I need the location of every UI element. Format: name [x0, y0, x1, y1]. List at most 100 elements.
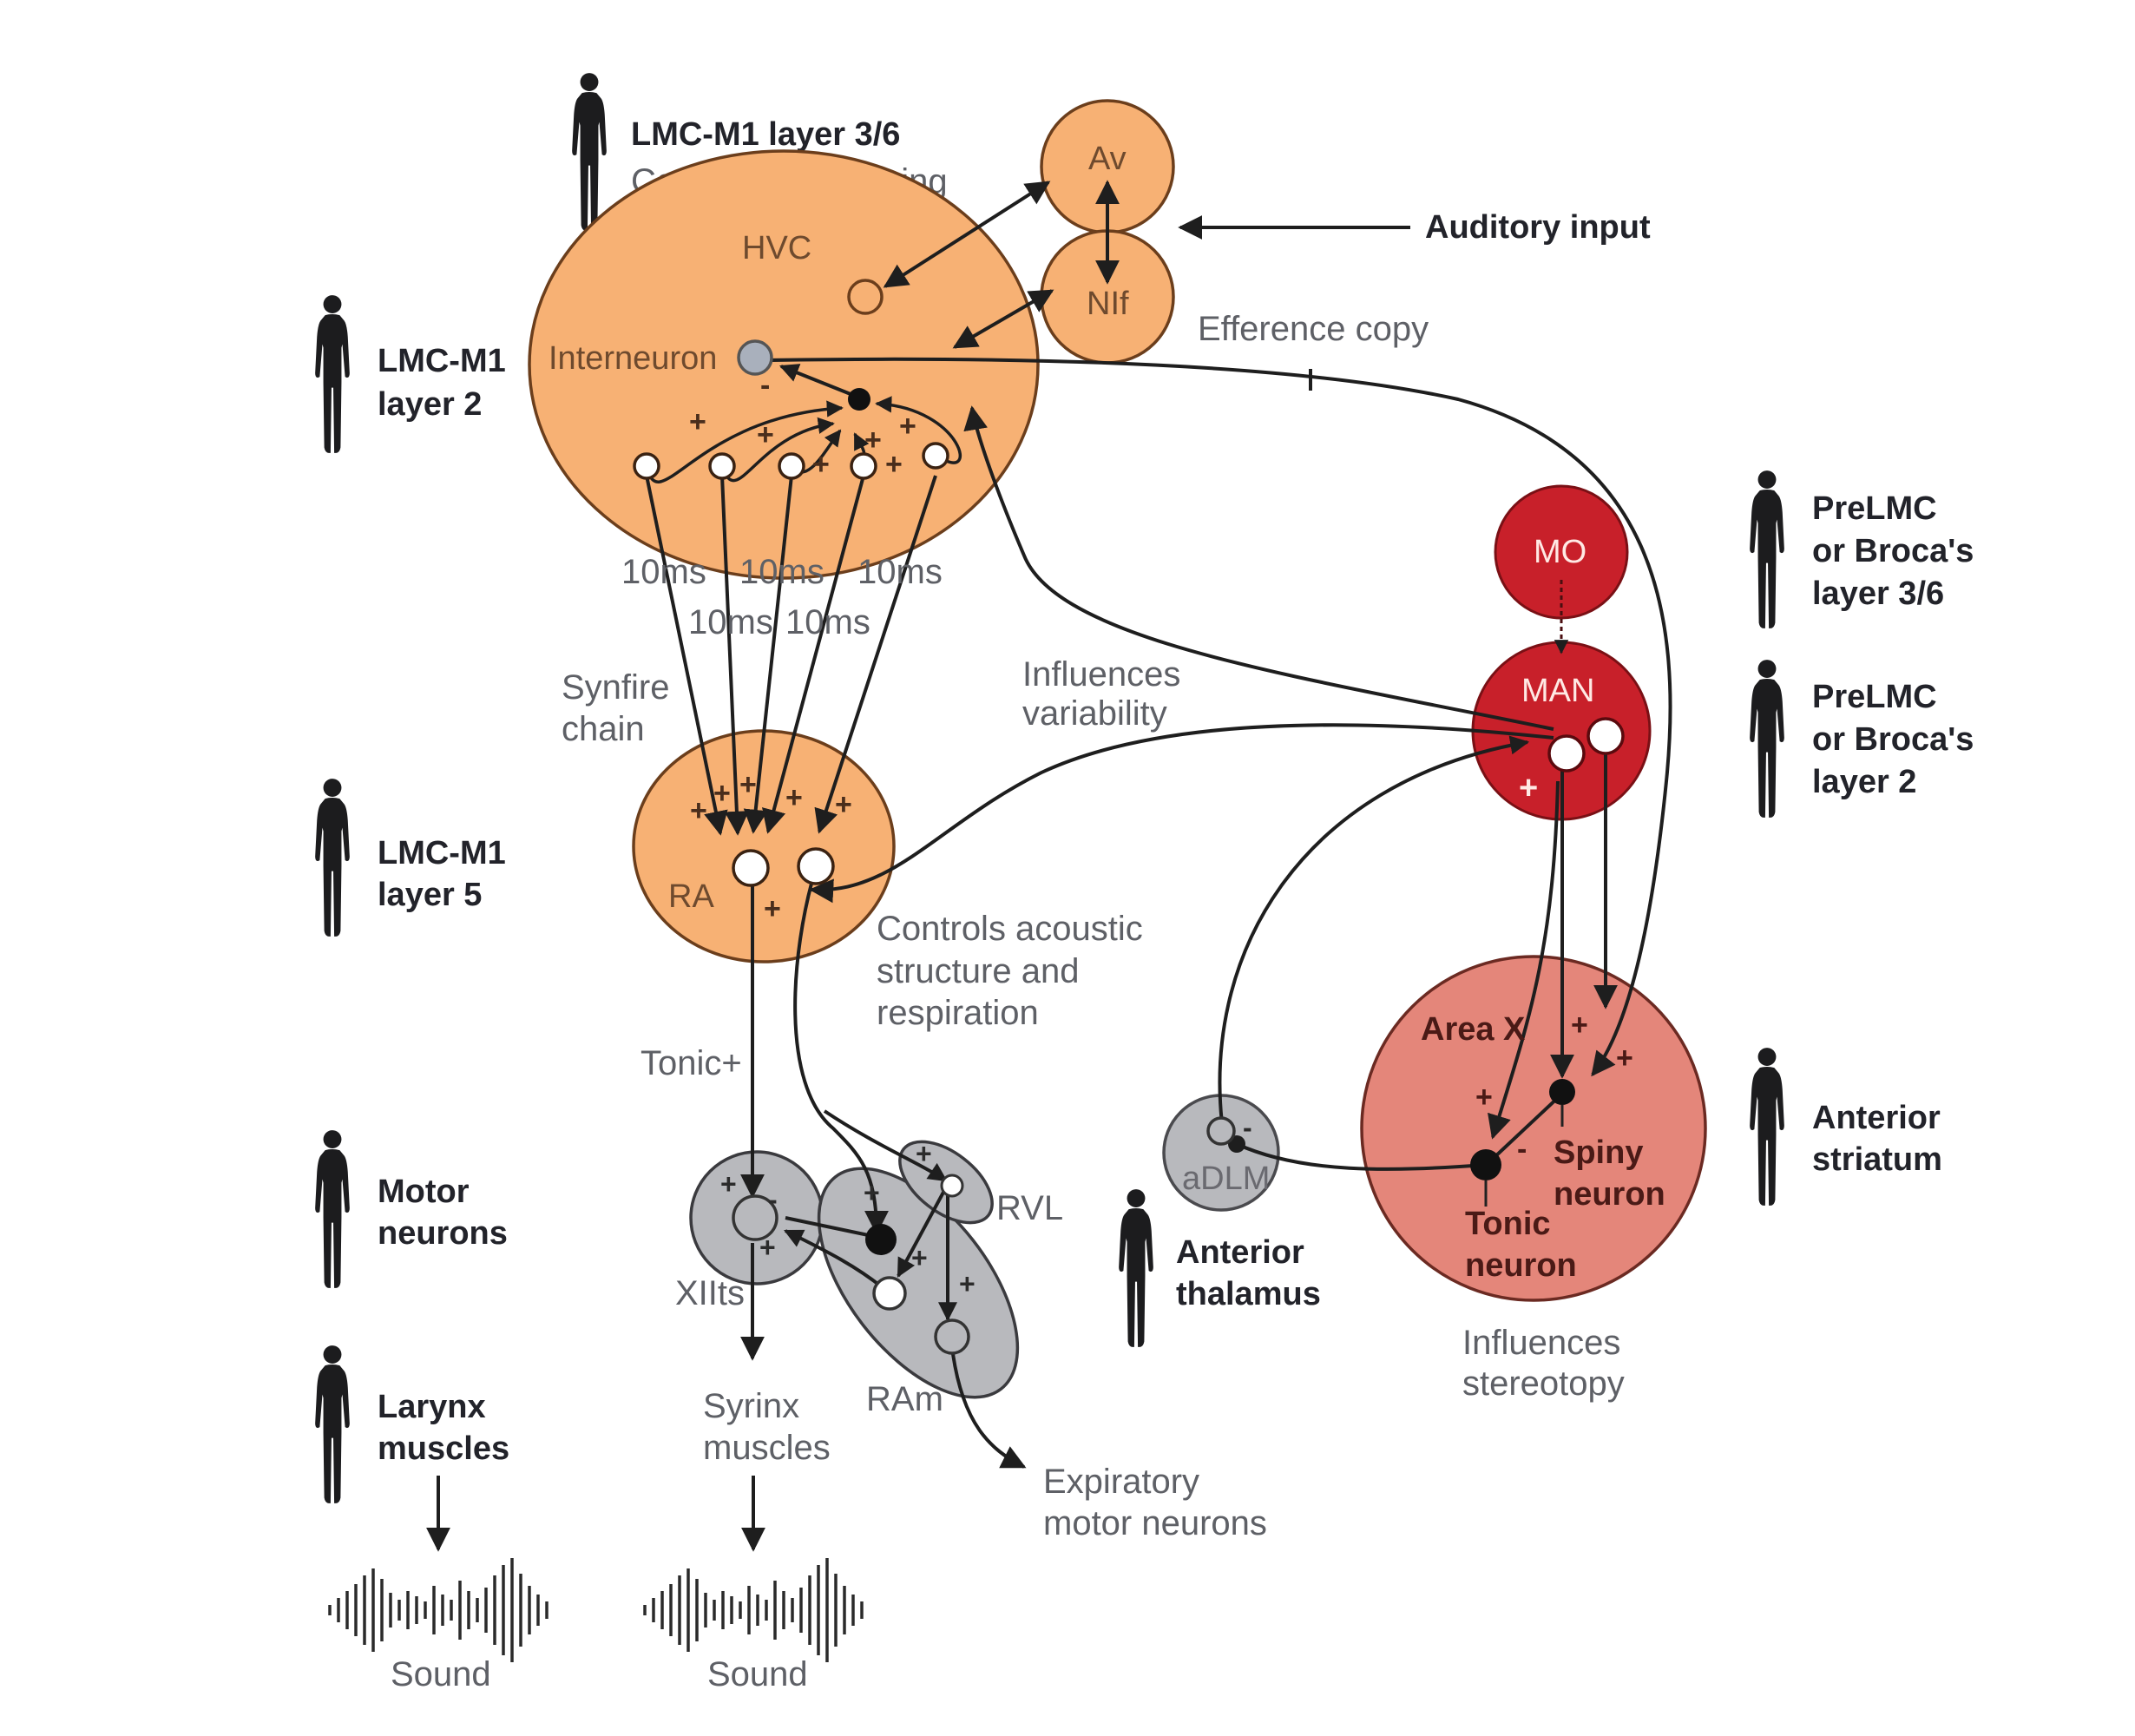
cells	[633, 279, 1625, 1355]
delay-label: 10ms	[688, 603, 773, 641]
human-icon	[1750, 660, 1784, 818]
svg-text:+: +	[689, 405, 706, 438]
label-motor-neurons-line1: Motor	[378, 1174, 470, 1210]
interneuron-cell	[737, 339, 773, 376]
rvl-label: RVL	[996, 1189, 1063, 1227]
sound-waveform-icon	[328, 1558, 549, 1662]
hvc-label: HVC	[742, 230, 811, 266]
tonic-neuron-cell	[1470, 1149, 1501, 1180]
svg-text:+: +	[764, 892, 781, 925]
hvc-projection-neuron	[848, 388, 870, 411]
label-prelmc-2-line3: layer 2	[1812, 764, 1916, 800]
svg-text:+: +	[1616, 1042, 1633, 1075]
man-label: MAN	[1521, 673, 1594, 709]
svg-text:+: +	[690, 794, 707, 827]
svg-text:+: +	[1475, 1081, 1493, 1114]
human-icon	[315, 1130, 350, 1288]
svg-text:+: +	[1571, 1009, 1588, 1042]
human-icon	[1119, 1189, 1153, 1347]
mo-label: MO	[1534, 534, 1586, 570]
label-lmc-m1-layer-2-line1: LMC-M1	[378, 343, 506, 379]
label-prelmc-2-line1: PreLMC	[1812, 679, 1937, 715]
delay-label: 10ms	[739, 553, 824, 591]
tonic-neuron-line1: Tonic	[1465, 1206, 1551, 1242]
expiratory-line2: motor neurons	[1043, 1504, 1267, 1542]
svg-text:+: +	[739, 768, 757, 801]
adlm-label: aDLM	[1182, 1161, 1270, 1197]
human-icon	[1750, 1048, 1784, 1206]
label-anterior-striatum-line2: striatum	[1812, 1141, 1942, 1178]
spiny-neuron-line1: Spiny	[1554, 1134, 1643, 1171]
tonic-neuron-line2: neuron	[1465, 1247, 1577, 1284]
influences-stereotopy-line2: stereotopy	[1462, 1364, 1625, 1403]
syrinx-muscles-line1: Syrinx	[703, 1387, 799, 1425]
svg-text:-: -	[1517, 1133, 1527, 1166]
controls-acoustic-line1: Controls acoustic	[877, 910, 1143, 948]
synapse-signs: + + + + + + - + + + + + + + + + + - - + …	[689, 369, 1633, 1299]
label-lmc-m1-layer-5-line2: layer 5	[378, 877, 482, 913]
label-anterior-striatum-line1: Anterior	[1812, 1100, 1941, 1136]
sound-label-right: Sound	[707, 1655, 808, 1693]
label-lmc-m1-layer-5-line1: LMC-M1	[378, 835, 506, 871]
xiits-label: XIIts	[675, 1274, 745, 1312]
label-prelmc-3-6-line2: or Broca's	[1812, 533, 1974, 569]
svg-text:+: +	[757, 418, 774, 451]
svg-text:+: +	[899, 410, 916, 443]
controls-acoustic-line3: respiration	[877, 994, 1039, 1032]
label-lmc-m1-layer-3-6: LMC-M1 layer 3/6	[631, 116, 900, 153]
area-x-label: Area X	[1421, 1011, 1526, 1048]
svg-text:+: +	[959, 1268, 976, 1299]
svg-text:+: +	[911, 1242, 928, 1273]
area-x-nucleus	[1360, 955, 1707, 1302]
human-icon	[572, 73, 607, 231]
human-icon	[315, 1345, 350, 1503]
label-prelmc-3-6-line1: PreLMC	[1812, 490, 1937, 527]
ra-nucleus	[632, 729, 896, 963]
label-anterior-thalamus-line1: Anterior	[1176, 1234, 1304, 1271]
label-prelmc-3-6-line3: layer 3/6	[1812, 575, 1944, 612]
efference-copy-label: Efference copy	[1198, 310, 1429, 348]
label-lmc-m1-layer-2-line2: layer 2	[378, 386, 482, 423]
hvc-neuron-open	[847, 279, 884, 315]
sound-label-left: Sound	[391, 1655, 491, 1693]
controls-acoustic-line2: structure and	[877, 952, 1079, 990]
human-icon	[1750, 470, 1784, 628]
svg-text:+: +	[785, 781, 803, 814]
svg-text:+: +	[812, 448, 830, 481]
influences-variability-line2: variability	[1022, 694, 1167, 733]
label-larynx-muscles-line1: Larynx	[378, 1389, 486, 1425]
human-icon	[315, 295, 350, 453]
label-larynx-muscles-line2: muscles	[378, 1430, 509, 1467]
svg-text:+: +	[885, 448, 903, 481]
label-motor-neurons-line2: neurons	[378, 1215, 508, 1252]
synfire-chain-label-line1: Synfire	[562, 668, 670, 707]
svg-text:+: +	[713, 777, 731, 810]
svg-text:+: +	[720, 1168, 737, 1200]
expiratory-line1: Expiratory	[1043, 1463, 1199, 1501]
svg-text:+: +	[759, 1232, 776, 1263]
delay-label: 10ms	[785, 603, 870, 641]
svg-text:-: -	[760, 369, 770, 402]
mo-nucleus	[1494, 484, 1629, 620]
ra-label: RA	[668, 878, 714, 915]
interneuron-label: Interneuron	[549, 340, 717, 377]
label-prelmc-2-line2: or Broca's	[1812, 721, 1974, 758]
nif-label: NIf	[1087, 286, 1129, 322]
svg-text:+: +	[835, 788, 852, 821]
delay-label: 10ms	[857, 553, 943, 591]
influences-stereotopy-line1: Influences	[1462, 1324, 1620, 1362]
influences-variability-line1: Influences	[1022, 655, 1180, 694]
spiny-neuron-line2: neuron	[1554, 1176, 1665, 1213]
svg-text:+: +	[864, 1177, 880, 1208]
svg-text:-: -	[768, 1184, 778, 1215]
connections	[426, 180, 1672, 1552]
syrinx-muscles-line2: muscles	[703, 1429, 831, 1467]
sound-waveform-icon	[643, 1558, 864, 1662]
spiny-neuron-cell	[1549, 1079, 1575, 1105]
human-icon	[315, 779, 350, 937]
synfire-chain-label-line2: chain	[562, 710, 645, 748]
svg-text:+: +	[1519, 770, 1538, 806]
av-label: Av	[1088, 141, 1127, 177]
svg-text:-: -	[1243, 1112, 1252, 1143]
